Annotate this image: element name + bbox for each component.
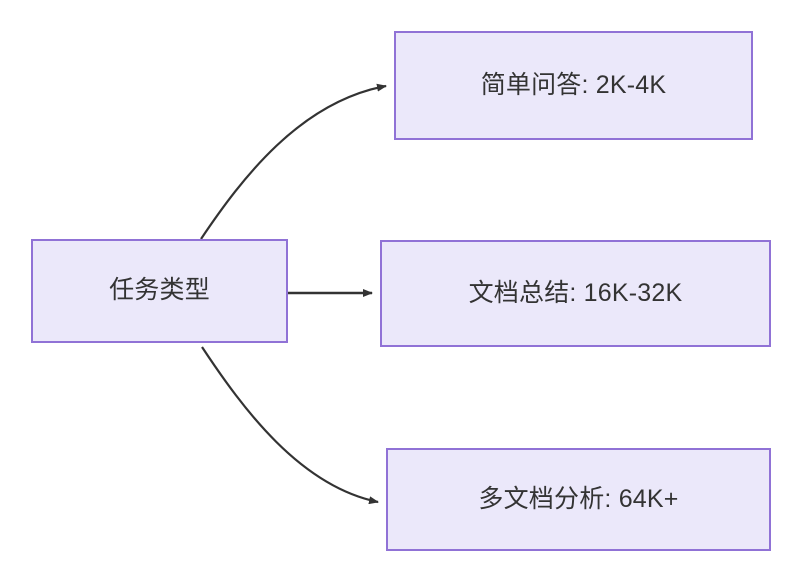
node-task-type[interactable]: 任务类型 [31, 239, 288, 343]
edge-root-to-multi-doc [201, 346, 379, 505]
node-multi-doc-label: 多文档分析: 64K+ [478, 484, 679, 513]
node-multi-doc[interactable]: 多文档分析: 64K+ [386, 448, 771, 551]
node-doc-summary-label: 文档总结: 16K-32K [468, 278, 683, 307]
node-simple-qa[interactable]: 简单问答: 2K-4K [394, 31, 753, 140]
node-simple-qa-label: 简单问答: 2K-4K [480, 70, 667, 99]
node-doc-summary[interactable]: 文档总结: 16K-32K [380, 240, 771, 347]
edge-root-to-simple-qa [200, 83, 387, 240]
node-task-type-label: 任务类型 [109, 276, 210, 305]
